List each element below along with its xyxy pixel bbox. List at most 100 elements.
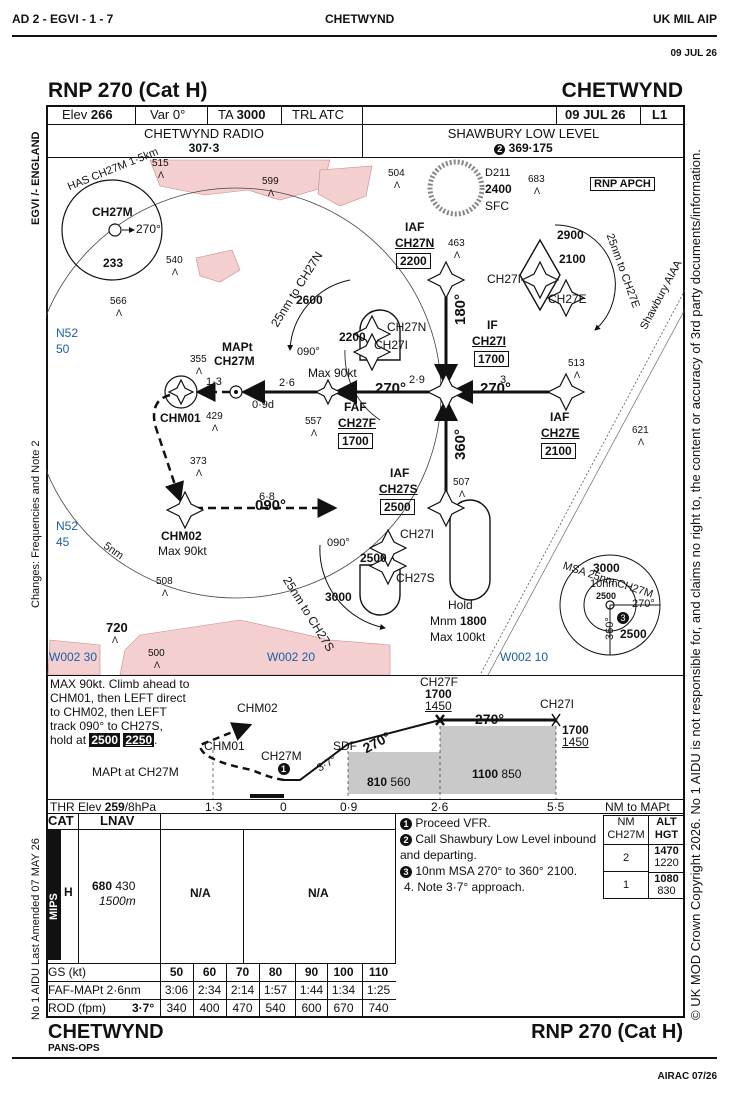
msa-inner-2500: 2500 [596,591,617,601]
gs-cell: 100 [333,965,354,979]
msa-10nm: 10nm [590,578,618,590]
chart-number: L1 [652,107,668,122]
mapt-label: MAPt [222,340,253,354]
obstacle-label: 720 [106,620,128,635]
lon-w002-30: W002 30 [49,650,98,664]
gs-cell: 540 [265,1001,286,1015]
obstacle-label: 513 [568,358,585,369]
obstacle-icon: Λ [268,188,275,198]
note-3-icon: 3 [617,612,629,624]
waypoint-ch27s-iaf [426,488,466,528]
footer-procedure: RNP 270 (Cat H) [531,1021,683,1043]
if-label: IF [487,318,498,332]
waypoint-chm01 [167,378,195,406]
hold-e-alt: 2100 [559,252,586,266]
crs-from-ch27e: 270° [480,380,512,397]
msa-360: 360° [604,617,616,640]
obstacle-icon: Λ [534,186,541,196]
obstacle-label: 566 [110,296,127,307]
na-1: N/A [190,886,211,900]
gs-cell: 1:57 [263,983,288,997]
chm02-speed: Max 90kt [158,544,207,558]
obstacle-label: 515 [152,158,169,169]
profile-ch27i-alt2: 1450 [562,735,589,749]
taa-e-alt: 2900 [557,228,584,242]
hold-ch27n [359,309,401,361]
iaf-n-label: IAF [405,220,425,234]
gs-row-label: FAF-MAPt 2·6nm [48,983,141,997]
has-circle [61,179,163,281]
lon-w002-20: W002 20 [267,650,316,664]
obstacle-label: 373 [190,456,207,467]
location-side: EGVI /- ENGLAND [30,131,42,225]
page-date: 09 JUL 26 [670,48,717,59]
gs-cell: 740 [368,1001,389,1015]
ch27i-altitude: 1700 [474,351,509,367]
dist-missed: 6·8 [259,491,275,503]
obstacle-icon: Λ [574,370,581,380]
iaf-e-label: IAF [550,410,570,424]
obstacle-icon: Λ [162,588,169,598]
waypoint-ch27i-if [426,372,466,412]
obstacle-label: 504 [388,168,405,179]
transition-level: TRL ATC [292,107,345,122]
mips-bar [47,830,61,960]
chm01-flyover-circle [164,375,198,409]
ch27i-e-label: CH27I [487,272,522,286]
publication-name: UK MIL AIP [652,12,717,26]
crs-from-ch27s: 360° [452,428,469,460]
obstacle-icon: Λ [116,308,123,318]
obstacle-icon: Λ [154,660,161,670]
ch27i-s-label: CH27I [400,527,435,541]
rod-angle: 3·7° [132,1001,155,1015]
obstacle-label: 463 [448,238,465,249]
page-header-title: CHETWYND [325,12,395,26]
ch27n-small-label: CH27N [387,320,427,334]
ch27m-course: 270° [136,222,161,236]
note-2: 2 Call Shawbury Low Level inbound and de… [400,832,597,862]
obstacle-label: 429 [206,411,223,422]
transition-altitude: TA 3000 [218,107,266,122]
d211-lower: SFC [485,199,509,213]
segment-faf-mapt-box [348,752,440,794]
d211-danger-area [427,159,485,217]
mapt-at-label: MAPt at CH27M [92,765,179,779]
dist-2-6: 2·6 [431,800,449,814]
msa-270: 270° [632,598,655,610]
hold-minimum: Mnm 1800 [430,614,487,628]
gs-cell: 2:14 [230,983,255,997]
chm01-label: CHM01 [160,411,201,425]
na-2: N/A [308,886,329,900]
gs-cell: 70 [235,965,250,979]
amended-side: No 1 AIDU Last Amended 07 MAY 26 [30,838,42,1020]
page-ref: AD 2 - EGVI - 1 - 7 [12,12,114,26]
msa-3000: 3000 [593,561,620,575]
threshold-elevation: THR Elev 259/8hPa [50,800,157,814]
dist-if-faf: 2·9 [409,374,425,386]
obstacle-label: 683 [528,174,545,185]
note-4: 4. Note 3·7° approach. [404,880,525,894]
ch27n-label: CH27N [395,236,435,250]
dist-0-9d: 0·9d [252,399,275,411]
gs-cell: 2:34 [197,983,222,997]
gs-row-label: GS (kt) [48,965,86,979]
variation: Var 0° [150,107,186,122]
obstacle-label: 508 [156,576,173,587]
nm-to-mapt: NM to MAPt [605,800,670,814]
ch27m-has-label: CH27M [92,205,133,219]
obstacle-label: 507 [453,477,470,488]
lnav-header: LNAV [100,813,135,828]
gs-cell: 600 [301,1001,322,1015]
segment-if-faf-box [440,726,556,794]
msa-2500: 2500 [620,627,647,641]
lnav-minima: 680 430 [92,879,136,893]
footer-pans-ops: PANS-OPS [48,1043,100,1054]
mips-label: MIPS [48,893,60,920]
sdf-label: SDF [333,739,357,753]
dist-ch27e-if: 3 [500,374,507,386]
hold-ch27s [359,564,401,616]
dist-5-5: 5·5 [547,800,565,814]
profile-ch27f: CH27F [420,675,459,689]
missed-approach-course: 090° [255,497,287,514]
